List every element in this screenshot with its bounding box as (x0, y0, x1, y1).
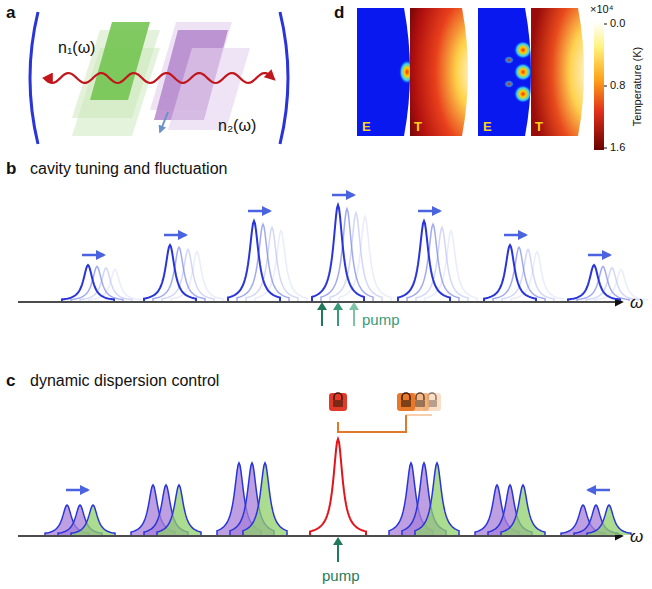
panel-letter: b (6, 160, 16, 177)
cavity-mode (228, 221, 280, 301)
lock-bracket (338, 415, 432, 432)
cavity-mode (321, 209, 373, 301)
pump-arrow (333, 537, 343, 562)
cavity-mode (62, 265, 114, 301)
axis (18, 535, 622, 537)
locked-mode (310, 439, 366, 535)
cavity-mode (237, 224, 289, 301)
cavity-mode (577, 266, 629, 301)
map-label: E (362, 120, 371, 133)
panel-letter: a (6, 4, 15, 21)
cavity-mode (162, 249, 214, 301)
cavity-mode (330, 213, 382, 301)
cavity-mode (587, 505, 631, 535)
mirror (30, 12, 38, 144)
locks (329, 393, 441, 411)
panel-title: cavity tuning and fluctuation (30, 161, 227, 177)
map-label: T (535, 120, 543, 133)
shift-arrow (504, 234, 526, 237)
cavity-mode (243, 463, 287, 535)
cavity-mode (398, 221, 450, 301)
cavity-mode (501, 485, 545, 535)
mirror (280, 12, 288, 144)
cavity-mode (71, 266, 123, 301)
cavity-mode (144, 245, 196, 301)
cavity-mode (71, 505, 115, 535)
cavity-mode (407, 224, 459, 301)
shift-arrow (588, 254, 610, 257)
axis-label: ω (630, 294, 643, 311)
shift-arrow (248, 210, 270, 213)
shift-arrow (82, 254, 104, 257)
cavity-illustration (30, 12, 288, 144)
colorbar (594, 22, 604, 150)
refractive-index-label: n₂(ω) (218, 118, 256, 134)
cavity-mode (255, 231, 307, 301)
tick-label: 0.0 (610, 18, 625, 29)
cavity-mode (416, 227, 468, 301)
axis (18, 301, 622, 303)
panel-letter: d (334, 4, 344, 21)
cavity-mode (89, 269, 141, 301)
colorbar-exponent: ×10⁴ (590, 4, 613, 15)
cavity-mode (157, 485, 201, 535)
pump-label: pump (322, 568, 360, 583)
cavity-mode (339, 217, 391, 301)
cavity-mode (484, 245, 536, 301)
map-label: T (414, 120, 422, 133)
cavity-mode (511, 252, 563, 301)
cavity-mode (80, 268, 132, 301)
cavity-mode (493, 247, 545, 301)
axis-label: ω (630, 528, 643, 545)
shift-arrow (418, 210, 440, 213)
refractive-index-label: n₁(ω) (58, 40, 95, 56)
cavity-mode (425, 231, 477, 301)
shift-arrow (332, 194, 354, 197)
light-wave (44, 73, 274, 83)
lock-icon (329, 393, 347, 411)
lock-icon (397, 393, 415, 411)
cavity-mode (502, 249, 554, 301)
resonance-peaks (45, 195, 647, 535)
shift-arrow (66, 489, 88, 492)
shift-arrow (164, 234, 186, 237)
simulation-maps (357, 8, 607, 150)
cavity-mode (153, 247, 205, 301)
slab (90, 22, 150, 100)
pump-label: pump (362, 312, 400, 327)
panel-title: dynamic dispersion control (30, 373, 219, 389)
pump-arrows (317, 302, 359, 326)
cavity-mode (171, 252, 223, 301)
colorbar-title: Temperature (K) (632, 46, 643, 125)
cavity-mode (568, 265, 620, 301)
map-label: E (483, 120, 492, 133)
cavity-mode (415, 463, 459, 535)
cavity-mode (246, 227, 298, 301)
panel-letter: c (6, 372, 15, 389)
cavity-mode (312, 205, 364, 301)
shift-arrow (588, 489, 610, 492)
tick-label: 0.8 (610, 80, 625, 91)
tick-label: 1.6 (610, 142, 625, 153)
motion-arrow (160, 112, 168, 132)
